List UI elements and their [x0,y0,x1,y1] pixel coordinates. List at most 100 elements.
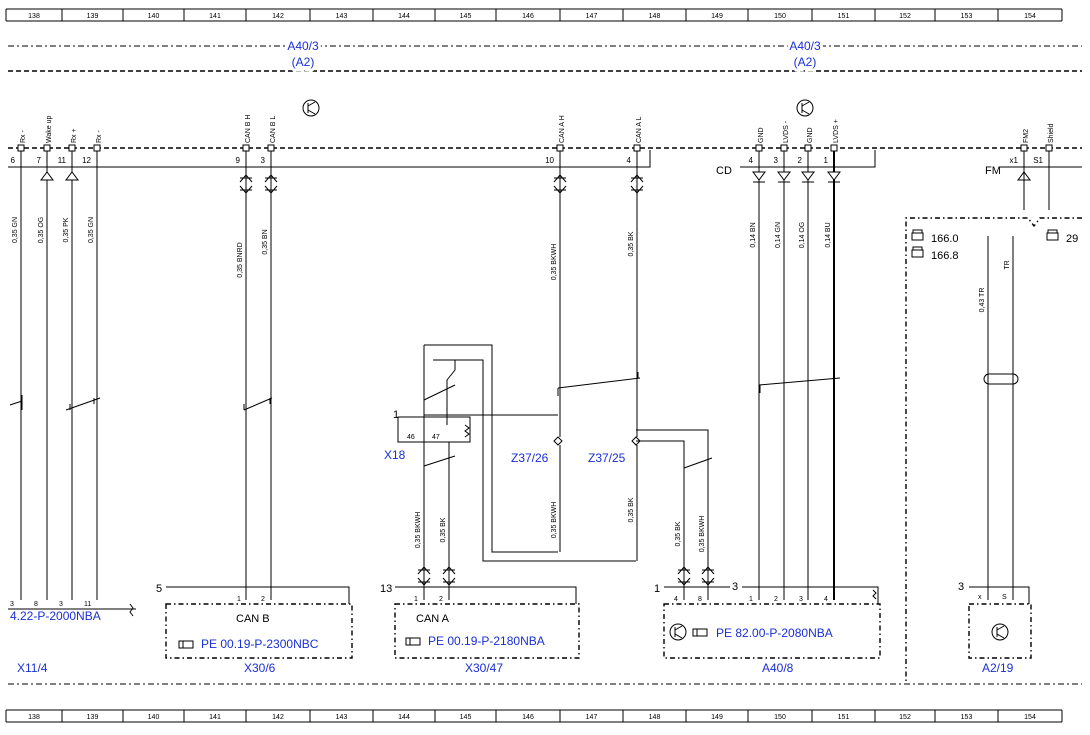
ruler-top-number: 154 [1024,13,1036,20]
ruler-top-number: 138 [28,13,40,20]
wire-label: 0,35 BNRD [237,242,244,277]
transistor-icon [991,623,1009,641]
wire-label: 0,14 BU [825,222,832,247]
wire-label: 0,35 BK [628,231,635,256]
pin-label: LVDS - [783,120,790,143]
x30-47-ref: PE 00.19-P-2180NBA [428,634,545,648]
ruler-top-number: 150 [774,13,786,20]
ruler-bottom-number: 141 [209,714,221,721]
wire-label: TR [1004,260,1011,269]
wire: 0,14 OG [799,151,815,600]
pin-number: 4 [749,156,754,165]
ruler-bottom-number: 153 [961,714,973,721]
x11-label: X11/4 [17,661,48,675]
reference-hand-icon [405,637,421,646]
wire: 0,14 BN [750,151,766,600]
x18-connector: 1 46 47 [393,409,471,443]
svg-text:5: 5 [156,583,162,595]
pin-11: LVDS +1 [824,119,840,165]
wire: 0,35 BN [262,151,278,600]
wire-label: 0,35 BKWH [551,244,558,281]
wire: 0,35 BK [440,442,456,600]
wire: 0,35 BK [628,445,638,561]
pin-number: 1 [824,156,829,165]
svg-text:1: 1 [654,583,660,595]
wire-label: 0,35 BK [675,521,682,546]
splice-z37-26 [423,414,563,446]
wire: 0,14 GN [775,151,791,600]
svg-text:47: 47 [432,434,440,441]
svg-text:3: 3 [958,581,964,593]
svg-text:CAN B: CAN B [236,613,270,625]
pin-number: S1 [1033,156,1043,165]
svg-text:46: 46 [407,434,415,441]
a2-19-connector: 3 x S [958,581,1032,659]
svg-text:1: 1 [749,596,753,603]
wire: 0,35 OG [38,151,54,600]
wire: 0,35 BNRD [237,151,253,600]
a2-19-label: A2/19 [982,661,1014,675]
ruler-bottom-number: 140 [148,714,160,721]
svg-text:2: 2 [774,596,778,603]
pin-7: CAN A L4 [627,116,643,165]
pin-label: GND [807,127,814,143]
x30-47-connector: 13 CAN A 1 2 PE 00.19-P-2180NBA [380,583,580,659]
svg-text:4: 4 [674,596,678,603]
wire: 0,35 BKWH [699,480,715,600]
svg-text:3: 3 [732,581,738,593]
pin-label: GND [758,127,765,143]
pin-label: Rx + [71,128,78,143]
pin-9: LVDS -3 [774,120,790,165]
shield-symbol [983,373,1019,385]
region-box [905,217,1082,684]
svg-text:8: 8 [698,596,702,603]
svg-text:1: 1 [237,596,241,603]
ruler-bottom-number: 147 [586,714,598,721]
ruler-top-number: 141 [209,13,221,20]
ruler-bottom-number: 146 [522,714,534,721]
svg-text:1: 1 [414,596,418,603]
pin-number: 4 [627,156,632,165]
reference-hand-icon [692,628,708,637]
x11-pin: 3 [10,601,14,608]
svg-text:4: 4 [824,596,828,603]
pin-number: 9 [236,156,241,165]
wire: 0,43 TR [979,236,989,600]
ruler-top-number: 139 [87,13,99,20]
splice-z37-25 [631,429,709,480]
wire: 0,35 BKWH [551,151,567,437]
wire-label: 0,35 BKWH [551,502,558,539]
svg-text:13: 13 [380,583,392,595]
engine-166-0: 166.0 [931,233,959,245]
pin-number: 7 [37,156,42,165]
wire-label: 0,35 OG [38,217,45,243]
wire-label: 0,14 OG [799,222,806,248]
ruler-top-number: 142 [272,13,284,20]
svg-text:x: x [978,594,982,601]
wire: TR [1004,236,1014,600]
pin-label: Wake up [46,116,53,143]
ruler-bottom-number: 145 [460,714,472,721]
ruler-bottom-number: 149 [711,714,723,721]
pin-number: 10 [545,156,554,165]
ruler-top-number: 140 [148,13,160,20]
a40-8-connector: 1 3 4 8 1 2 3 4 PE 82.00-P-2080NBA [654,581,881,659]
ruler-top-number: 149 [711,13,723,20]
transistor-icon [669,623,687,641]
ruler-top-number: 146 [522,13,534,20]
svg-text:2: 2 [439,596,443,603]
ruler-bottom-number: 139 [87,714,99,721]
wire: 0,35 PK [63,151,79,600]
x11-pin: 11 [84,601,91,608]
wire-label: 0,35 BN [262,229,269,254]
pin-label: CAN B L [270,116,277,143]
ruler-top-number: 153 [961,13,973,20]
engine-icon [911,229,924,241]
a40-8-ref: PE 82.00-P-2080NBA [716,626,833,640]
